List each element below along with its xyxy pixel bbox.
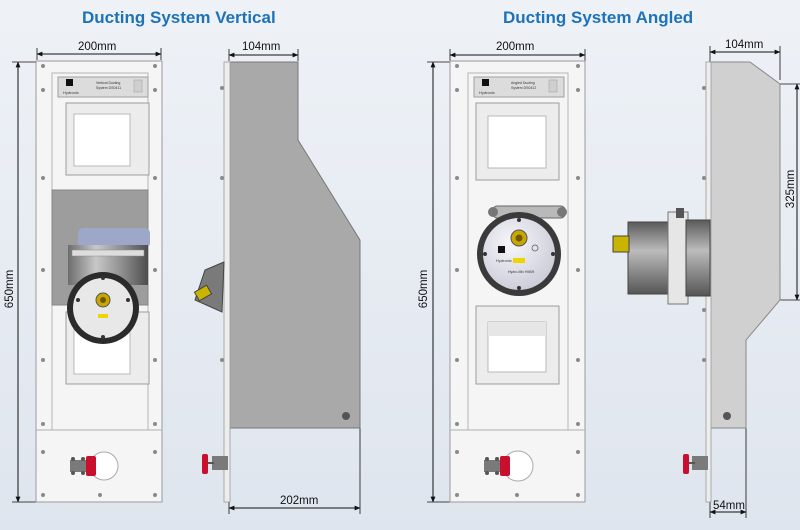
vertical-front-valve xyxy=(70,451,119,481)
dim-vertical-depth: 104mm xyxy=(242,41,281,53)
svg-text:Angled Ducting: Angled Ducting xyxy=(511,81,535,85)
svg-text:Vertical Ducting: Vertical Ducting xyxy=(96,81,120,85)
svg-text:Hydronix: Hydronix xyxy=(479,90,495,95)
svg-text:Hydro-Mix HM09: Hydro-Mix HM09 xyxy=(508,270,534,274)
vertical-front-view: Hydronix Vertical Ducting System DS0411 xyxy=(12,48,163,503)
svg-text:System DS0411: System DS0411 xyxy=(96,86,121,90)
vertical-side-connector xyxy=(193,261,225,313)
vertical-side-view xyxy=(193,49,361,514)
vertical-sensor xyxy=(67,228,150,344)
dim-vertical-width: 200mm xyxy=(78,41,117,53)
angled-front-view: Hydronix Angled Ducting System DS0412 Hy… xyxy=(427,49,586,503)
angled-sensor-front: Hydronix Hydro-Mix HM09 xyxy=(477,205,567,296)
title-angled: Ducting System Angled xyxy=(503,8,694,27)
title-vertical: Ducting System Vertical xyxy=(82,8,276,27)
dim-angled-width: 200mm xyxy=(496,41,535,53)
dim-angled-depth: 104mm xyxy=(725,39,764,51)
angled-sensor-side xyxy=(612,208,711,305)
svg-text:Hydronix: Hydronix xyxy=(63,90,79,95)
dim-angled-bottom: 54mm xyxy=(713,500,745,512)
vertical-side-valve xyxy=(202,454,228,474)
angled-side-view xyxy=(612,46,800,518)
svg-text:Hydronix: Hydronix xyxy=(496,258,512,263)
angled-front-valve xyxy=(484,450,534,482)
dim-vertical-bottom: 202mm xyxy=(280,495,319,507)
angled-side-valve xyxy=(683,454,708,474)
svg-text:System DS0412: System DS0412 xyxy=(511,86,536,90)
